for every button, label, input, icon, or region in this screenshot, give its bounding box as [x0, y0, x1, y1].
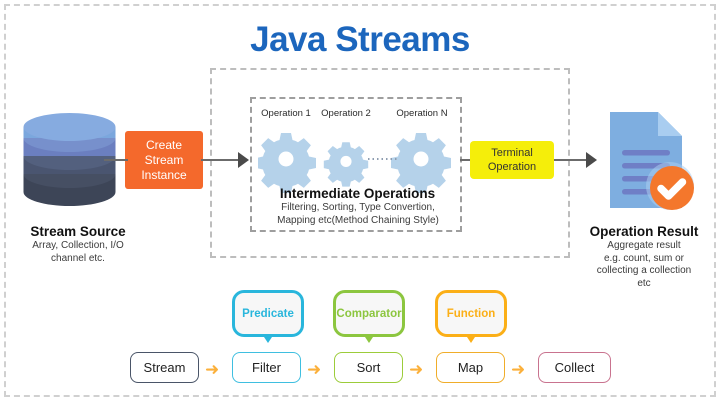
callout-predicate-tail [262, 334, 274, 343]
callout-function-label: Function [446, 307, 496, 320]
flow-step-stream-label: Stream [143, 360, 186, 375]
terminal-operation-box[interactable]: Terminal Operation [470, 141, 554, 179]
flow-step-collect-label: Collect [554, 360, 595, 375]
arrow-into-pipeline [238, 152, 249, 168]
flow-arrow-4: ➜ [511, 360, 526, 379]
stream-pipeline-flow: Predicate Comparator Function Stream Fil… [0, 286, 720, 396]
flow-step-collect[interactable]: Collect [538, 352, 611, 383]
callout-comparator-label: Comparator [336, 307, 402, 320]
operation-result-title: Operation Result [589, 224, 699, 239]
operation-result-subtitle: Aggregate result e.g. count, sum or coll… [596, 240, 692, 289]
callout-predicate-label: Predicate [242, 307, 294, 320]
flow-arrow-2: ➜ [307, 360, 322, 379]
intermediate-operations-title: Intermediate Operations [279, 186, 436, 201]
stream-source-title: Stream Source [30, 224, 126, 239]
flow-arrow-3: ➜ [409, 360, 424, 379]
connector-intermediate-to-terminal [460, 159, 473, 161]
connector-create-to-pipeline [201, 159, 239, 161]
operation-1-label: Operation 1 [261, 108, 311, 119]
operation-2-label: Operation 2 [321, 108, 371, 119]
connector-source-to-create [104, 159, 128, 161]
pipeline-outer-dashed-box [210, 68, 570, 258]
callout-comparator-tail [363, 334, 375, 343]
create-stream-instance-box[interactable]: Create Stream Instance [125, 131, 203, 189]
database-cylinder-icon [17, 112, 122, 217]
flow-step-filter-label: Filter [252, 360, 281, 375]
connector-terminal-to-result [552, 159, 588, 161]
page-title: Java Streams [250, 20, 470, 59]
flow-step-stream[interactable]: Stream [130, 352, 199, 383]
intermediate-operations-subtitle: Filtering, Sorting, Type Convertion, Map… [277, 202, 439, 226]
callout-function: Function [435, 290, 507, 343]
flow-arrow-1: ➜ [205, 360, 220, 379]
flow-step-map[interactable]: Map [436, 352, 505, 383]
arrow-into-result [586, 152, 597, 168]
stream-source-subtitle: Array, Collection, I/O channel etc. [32, 240, 124, 264]
terminal-operation-label: Terminal Operation [487, 147, 537, 173]
create-stream-instance-label: Create Stream Instance [141, 137, 187, 182]
callout-comparator: Comparator [333, 290, 405, 343]
intermediate-operations-gears: Operation 1 Operation 2 Operation N [258, 108, 458, 193]
document-check-icon [600, 108, 700, 213]
flow-step-filter[interactable]: Filter [232, 352, 301, 383]
flow-step-sort-label: Sort [356, 360, 381, 375]
flow-step-map-label: Map [457, 360, 484, 375]
callout-function-tail [465, 334, 477, 343]
operation-N-label: Operation N [396, 108, 448, 119]
callout-predicate: Predicate [232, 290, 304, 343]
flow-step-sort[interactable]: Sort [334, 352, 403, 383]
intermediate-inner-dashed-box [250, 97, 462, 232]
